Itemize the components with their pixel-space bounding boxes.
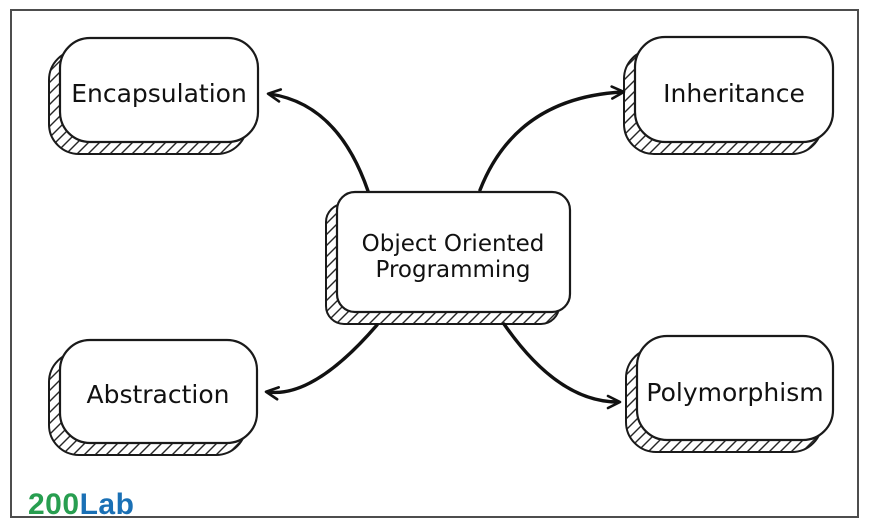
node-polymorphism: Polymorphism [635,334,835,442]
node-abstraction-label: Abstraction [86,380,229,409]
arrow-center-to-inheritance [478,85,626,192]
node-inheritance: Inheritance [633,35,835,144]
node-center-label-line1: Object Oriented [362,231,545,257]
arrow-center-to-polymorphism [502,322,622,410]
brand-logo: 200Lab [28,488,134,521]
node-center-label-line2: Programming [375,257,530,283]
node-polymorphism-label: Polymorphism [646,378,823,407]
brand-logo-lab: Lab [80,488,135,521]
arrow-center-to-encapsulation [266,88,370,193]
arrow-center-to-abstraction [264,323,379,401]
node-encapsulation: Encapsulation [58,36,260,144]
node-inheritance-label: Inheritance [663,79,805,108]
node-encapsulation-label: Encapsulation [71,79,247,108]
brand-logo-200: 200 [28,488,80,521]
node-abstraction: Abstraction [58,338,259,445]
page-frame-border [10,9,859,518]
node-center-oop: Object Oriented Programming [335,190,572,314]
